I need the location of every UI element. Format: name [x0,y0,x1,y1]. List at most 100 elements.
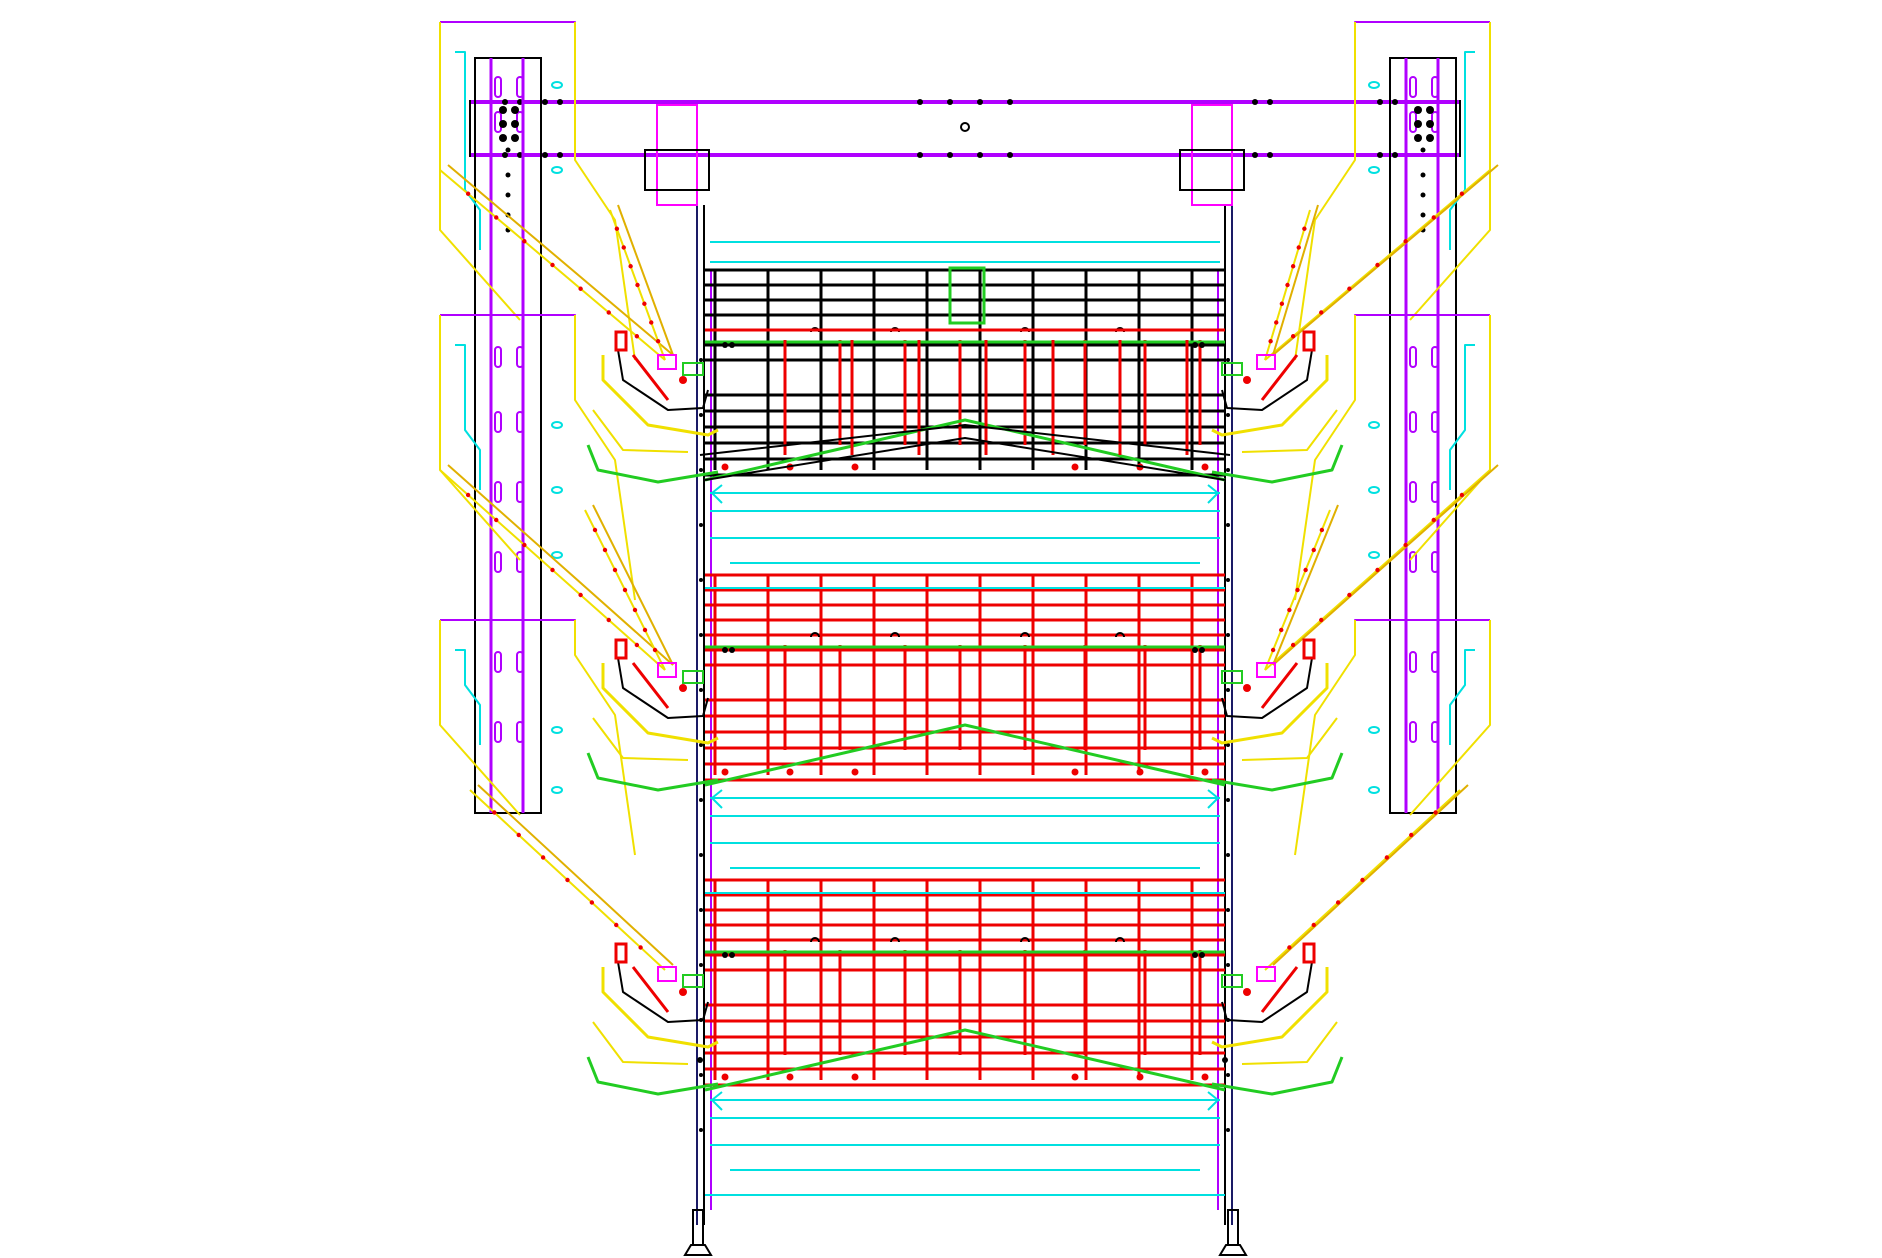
feed-sensor [1020,632,1030,638]
upright-head [1191,104,1233,206]
feeder-box [657,354,677,370]
hanger-yellow [1294,315,1356,601]
cage-tier-top-red [699,266,1231,481]
nipple [679,988,687,996]
arm-rivet [465,492,471,498]
arm-rivet [1303,567,1308,573]
belt-roll [711,484,723,504]
roof-line [704,437,1226,481]
cage-floor [704,1028,1226,1092]
bolt [1420,147,1426,153]
arm-line [1272,464,1499,666]
hanger-top [1354,314,1490,400]
sensor-dot [722,342,728,348]
arm-rivet [621,245,626,250]
feeder-clip [1221,362,1243,376]
trough-inner [617,349,709,411]
right-arm-top [1264,164,1499,361]
feeder-line [1260,966,1299,1013]
drinker-line [586,752,719,792]
arm-rivet [1459,191,1465,196]
right-arm-low [1264,784,1469,971]
belt-roll [711,789,723,809]
arm-line [592,504,674,666]
arm-line [617,204,674,356]
hanger-cyan [1449,51,1475,250]
right-arm-mid-b [1264,504,1339,671]
trough-left-top [586,330,719,484]
arm-rivet [578,592,583,598]
arm-rivet [1403,542,1408,548]
beam-bolt [917,99,923,105]
trough-inner [617,961,709,1023]
upright-hole [699,688,703,692]
upright-clamp [1179,149,1245,191]
hanger-cyan [455,344,481,490]
upright-hole [1226,1128,1230,1132]
bolt [1426,106,1434,114]
arm-line [1272,164,1499,356]
bolt [1426,120,1434,128]
bolt [1414,120,1422,128]
arm-rivet [1319,310,1324,315]
beam-bolt [542,99,548,105]
feeder-box [657,662,677,678]
trough-outer [1211,355,1329,437]
nipple [679,376,687,384]
cyan-hole [551,421,563,429]
hanger-diag [439,22,521,321]
arm-rivet [1433,810,1438,815]
feeder-clip [1221,670,1243,684]
sensor-dot [1192,342,1198,348]
arm-rivet [1403,239,1408,244]
arm-rivet [1319,617,1324,623]
trough-outer [1211,967,1329,1049]
manure-belt-2 [705,789,1225,894]
foot-pad [1218,1244,1248,1256]
arm-rivet [494,517,499,523]
cage-stopper [851,463,859,471]
arm-rivet [1268,339,1273,344]
arm-rivet [1290,264,1296,269]
feeder-cap [1302,330,1316,352]
trough-lip [592,717,689,761]
upright-hole [1226,1073,1230,1077]
manure-belt-3 [705,1091,1225,1196]
sensor-dot [1199,647,1205,653]
trough-lip [1241,1021,1338,1065]
arm-rivet [578,286,583,291]
arm-rivet [492,810,497,815]
cage-tiers [699,241,1231,1196]
left-arm-mid [439,464,674,671]
feeder-line [631,966,670,1013]
arm-rivet [1459,492,1465,498]
trough-inner [1221,657,1313,719]
bolt [511,120,519,128]
sensor-dot [1192,647,1198,653]
hanger-yellow [574,315,636,601]
bolt [1414,134,1422,142]
beam-bolt [502,152,508,158]
cage-stopper [1201,768,1209,776]
feeder-line [1260,662,1299,709]
upright-hole [1226,523,1230,527]
feed-sensor [1020,937,1030,943]
slot-hole [1431,481,1439,503]
beam-bolt [1252,99,1258,105]
hanger-bracket [439,21,636,361]
foot-mark [1222,1057,1228,1063]
sensor-dot [722,647,728,653]
arm-rivet [550,567,555,573]
trough-inner [1221,961,1313,1023]
arm-rivet [635,282,640,288]
upright-hole [699,1073,703,1077]
arm-rivet [1287,607,1292,613]
arm-rivet [1295,587,1300,593]
feeder-clip [682,670,704,684]
slot-hole [516,721,524,743]
slot-hole [1431,721,1439,743]
arm-rivet [655,339,661,344]
cage-floor [704,723,1226,787]
arm-rivet [606,617,611,623]
trough-inner [617,657,709,719]
